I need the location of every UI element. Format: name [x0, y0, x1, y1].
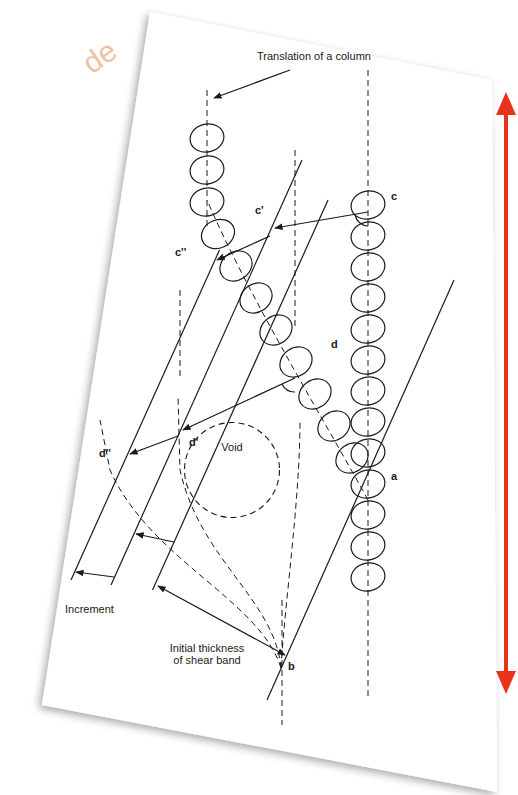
particle: [348, 498, 387, 532]
translated-column: [187, 121, 373, 479]
particle: [187, 121, 226, 155]
region-label: Void: [220, 441, 243, 453]
red-double-arrow: [496, 92, 516, 694]
boundary-line: [153, 200, 329, 590]
particle: [348, 529, 387, 563]
particle: [187, 153, 226, 187]
particle: [348, 374, 387, 408]
particle: [330, 437, 374, 479]
particle: [348, 560, 387, 594]
point-label: d'': [98, 447, 112, 459]
particle: [187, 185, 226, 219]
increment-arrow: [136, 534, 174, 542]
column-axis: [295, 150, 296, 330]
arrow-head: [496, 671, 516, 694]
point-label: c: [390, 190, 398, 202]
displacement-arrow: [217, 236, 270, 260]
rotated-column-axis: [207, 200, 368, 500]
particle: [293, 373, 337, 415]
void-outline: [183, 421, 281, 519]
particle: [234, 277, 278, 319]
arrow-shaft: [504, 110, 508, 676]
particle: [348, 405, 387, 439]
point-label: d': [188, 436, 199, 448]
point-label: c'': [174, 246, 187, 258]
arrow-head: [496, 92, 516, 115]
displacement-curve: [100, 420, 281, 668]
boundary-line: [267, 280, 454, 700]
annotation-label: Initial thickness of shear band: [166, 642, 248, 666]
column-axis: [180, 290, 181, 380]
shear-band-boundaries: [71, 160, 454, 700]
displacement-arrow: [183, 378, 295, 430]
particle: [312, 405, 356, 447]
column-axis: [207, 90, 208, 230]
void-circle: [185, 423, 280, 518]
particle: [348, 343, 387, 377]
angle-mark: [355, 215, 368, 226]
watermark: de: [75, 33, 123, 81]
angle-mark: [282, 384, 295, 392]
particle: [197, 214, 240, 254]
displacement-curve: [281, 420, 300, 668]
increment-arrow: [76, 572, 114, 577]
particle: [274, 341, 318, 383]
particle: [348, 250, 387, 284]
displacement-arrows: [76, 70, 368, 655]
point-label: c': [254, 204, 265, 216]
particle: [348, 219, 387, 253]
annotation-label: Increment: [64, 603, 115, 615]
displacement-curve: [178, 395, 281, 668]
point-label: b: [287, 660, 296, 672]
particle: [254, 309, 298, 351]
column-axis: [368, 70, 369, 700]
point-label: d: [330, 338, 339, 350]
displacement-arrow: [275, 212, 368, 228]
particle: [348, 281, 387, 315]
displacement-arrow: [130, 436, 178, 454]
particle-column: [348, 188, 387, 594]
boundary-line: [71, 250, 220, 580]
page-card: [42, 12, 497, 792]
void-region: Void: [183, 421, 281, 519]
point-label: a: [390, 470, 398, 482]
leader-arrow: [214, 70, 290, 98]
dashed-guides: [100, 70, 368, 725]
particle: [348, 312, 387, 346]
annotation-label: Translation of a column: [256, 50, 372, 62]
particle: [348, 188, 387, 222]
